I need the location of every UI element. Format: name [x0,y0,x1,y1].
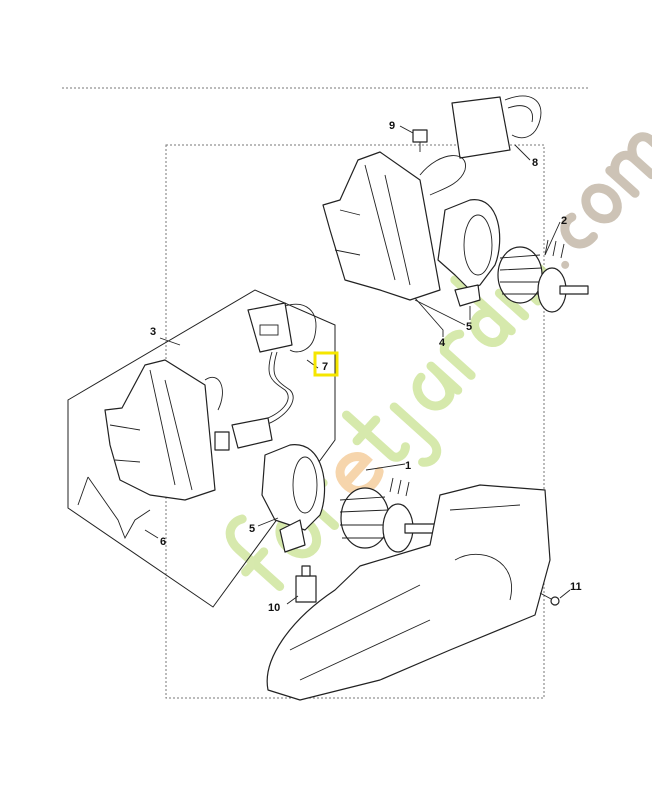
callout-10[interactable]: 10 [268,602,280,614]
part-1-motor[interactable] [339,477,436,553]
part-11-screw[interactable] [539,592,560,606]
callout-4[interactable]: 4 [439,337,446,349]
main-housing[interactable] [266,484,551,701]
callout-6[interactable]: 6 [160,536,166,548]
part-9-switch[interactable] [412,129,428,152]
subassembly-3-outline [67,289,336,608]
callout-3[interactable]: 3 [150,326,156,338]
callout-7[interactable]: 7 [322,361,328,373]
part-5-upper-cover[interactable] [437,199,501,307]
part-2-motor[interactable] [497,239,589,313]
part-6-rod[interactable] [77,476,151,540]
callout-9[interactable]: 9 [389,120,395,132]
part-8-control-unit[interactable] [451,95,542,159]
callout-1[interactable]: 1 [405,460,411,472]
callout-5-lower[interactable]: 5 [249,523,255,535]
callout-2[interactable]: 2 [561,215,567,227]
leader-lines [144,125,571,605]
callout-8[interactable]: 8 [532,157,538,169]
part-10-switch[interactable] [295,565,317,603]
part-3-handle-housing[interactable] [104,359,223,501]
callout-5-upper[interactable]: 5 [466,321,472,333]
highlight-box-7 [313,351,339,377]
part-7-wiring-harness[interactable] [214,302,317,451]
part-5-lower-cover[interactable] [261,444,326,553]
part-4-handle-housing[interactable] [322,151,466,301]
callout-11[interactable]: 11 [570,581,582,593]
